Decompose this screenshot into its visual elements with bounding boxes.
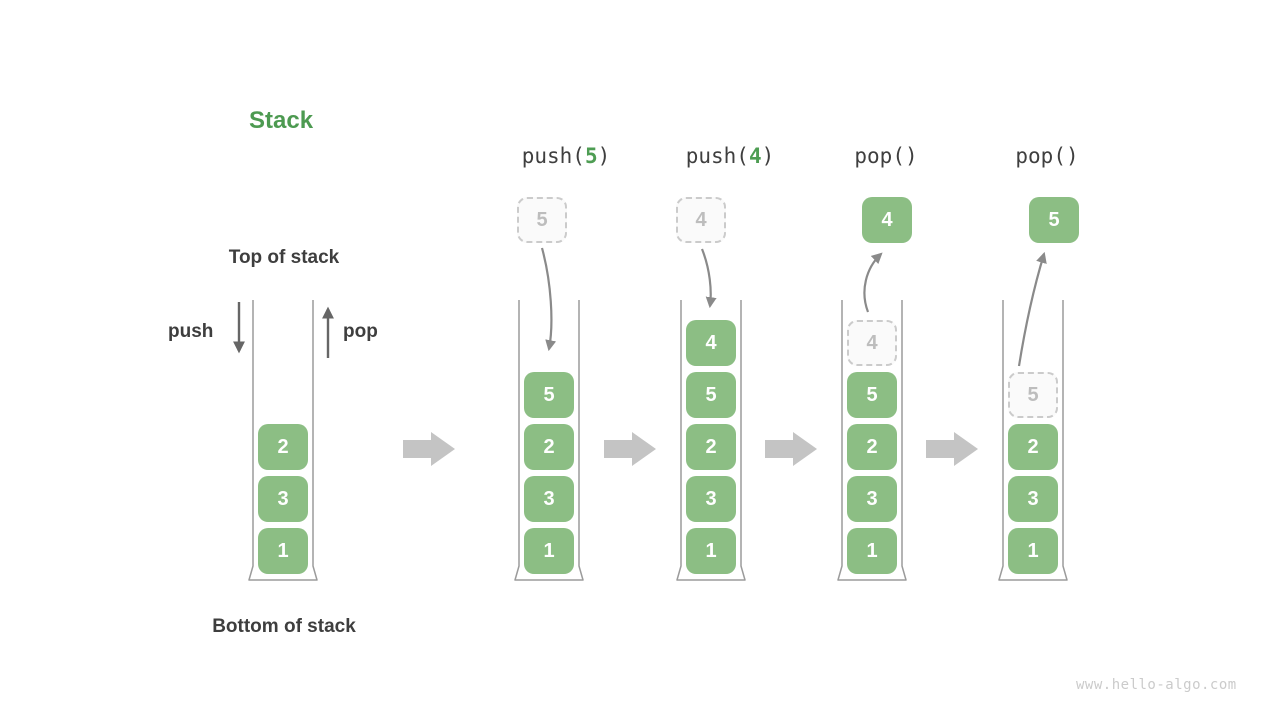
push4-trajectory-arrow-icon	[700, 248, 717, 309]
stack-element: 2	[258, 424, 308, 470]
op-argument: 5	[584, 144, 598, 168]
push-label: push	[168, 321, 214, 342]
stack-element: 3	[258, 476, 308, 522]
popped-element: 5	[1029, 197, 1079, 243]
stack-element: 2	[686, 424, 736, 470]
removed-element-ghost: 5	[1008, 372, 1058, 418]
pop4-trajectory-arrow-icon	[863, 252, 883, 313]
flow-arrow-icon	[604, 432, 656, 466]
stack-element: 3	[847, 476, 897, 522]
flow-arrow-icon	[403, 432, 455, 466]
stack-element: 5	[524, 372, 574, 418]
op-text: pop()	[1015, 144, 1079, 168]
stack-element: 4	[686, 320, 736, 366]
op-text: )	[761, 144, 775, 168]
operation-label-pop-2: pop()	[957, 144, 1137, 168]
stack-element: 2	[1008, 424, 1058, 470]
op-text: push(	[685, 144, 749, 168]
stack-element: 3	[686, 476, 736, 522]
pop5-trajectory-arrow-icon	[1017, 251, 1047, 367]
watermark: www.hello-algo.com	[1076, 677, 1237, 693]
stack-element: 5	[847, 372, 897, 418]
diagram-title: Stack	[249, 107, 314, 134]
stack-element: 3	[524, 476, 574, 522]
operation-label-pop-1: pop()	[796, 144, 976, 168]
stack-element: 1	[524, 528, 574, 574]
stack-element: 5	[686, 372, 736, 418]
op-text: push(	[521, 144, 585, 168]
stack-element: 2	[524, 424, 574, 470]
top-of-stack-label: Top of stack	[228, 247, 340, 268]
popped-element: 4	[862, 197, 912, 243]
operation-label-push-4: push(4)	[640, 144, 820, 168]
flow-arrow-icon	[765, 432, 817, 466]
stack-element: 1	[847, 528, 897, 574]
incoming-element-ghost: 4	[676, 197, 726, 243]
stack-element: 1	[258, 528, 308, 574]
op-text: pop()	[854, 144, 918, 168]
incoming-element-ghost: 5	[517, 197, 567, 243]
stack-element: 3	[1008, 476, 1058, 522]
stack-element: 2	[847, 424, 897, 470]
removed-element-ghost: 4	[847, 320, 897, 366]
push5-trajectory-arrow-icon	[540, 247, 557, 352]
pop-label: pop	[343, 321, 378, 342]
flow-arrow-icon	[926, 432, 978, 466]
stack-element: 1	[686, 528, 736, 574]
stack-element: 1	[1008, 528, 1058, 574]
op-argument: 4	[748, 144, 762, 168]
bottom-of-stack-label: Bottom of stack	[212, 616, 356, 637]
op-text: )	[597, 144, 611, 168]
operation-label-push-5: push(5)	[476, 144, 656, 168]
